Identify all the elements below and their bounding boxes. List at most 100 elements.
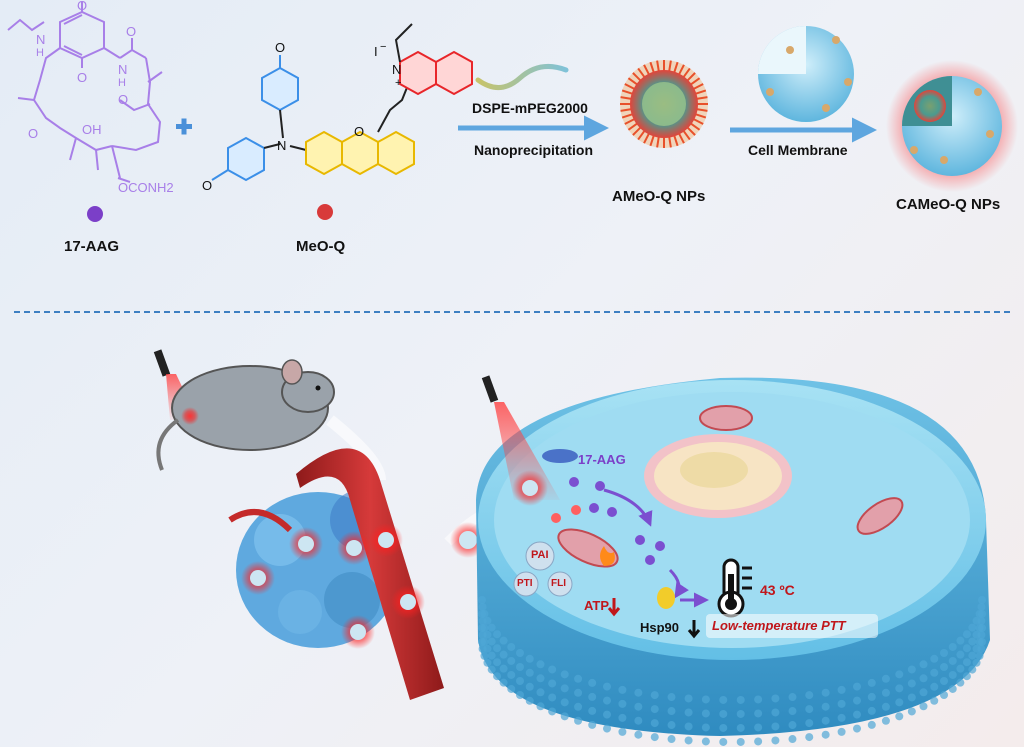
lipid-bead: [948, 670, 957, 679]
lipid-bead: [478, 624, 486, 632]
lipid-bead: [919, 674, 928, 683]
lipid-bead: [881, 716, 890, 725]
lipid-bead: [478, 644, 487, 653]
label-17aag-release: 17-AAG: [578, 452, 626, 467]
label-temperature: 43 ºC: [760, 582, 795, 598]
lipid-bead: [618, 727, 627, 736]
peg-chain: [690, 122, 701, 131]
lipid-bead: [930, 654, 939, 663]
peg-chain: [695, 89, 707, 95]
peg-chain: [686, 72, 696, 82]
peg-chain: [643, 132, 650, 144]
lipid-bead: [788, 693, 797, 702]
ptt-banner-bg: [706, 614, 878, 638]
atom-o1: O: [77, 0, 87, 13]
lipid-bead: [930, 682, 939, 691]
label-pai: PAI: [531, 549, 549, 561]
peg-chain: [682, 67, 691, 78]
peg-chain: [696, 96, 708, 100]
peg-chain: [632, 72, 642, 82]
lipid-bead: [507, 670, 516, 679]
lipid-bead: [948, 656, 957, 665]
lipid-bead: [548, 679, 557, 688]
lipid-bead: [507, 656, 516, 665]
meoq-iodide-charge: −: [380, 41, 386, 53]
tumor-nanoparticles: [241, 523, 425, 649]
lipid-bead: [940, 648, 949, 657]
lipid-bead: [771, 722, 780, 731]
lipid-bead: [487, 651, 496, 660]
peg-chain: [656, 136, 660, 148]
lipid-bead: [968, 623, 977, 632]
lipid-bead: [574, 702, 583, 711]
peg-chain: [686, 126, 696, 136]
peg-chain: [649, 61, 655, 73]
peg-chain: [695, 113, 707, 119]
lipid-bead: [881, 688, 890, 697]
peg-chain: [620, 108, 632, 112]
atom-ocarbamate: OCONH2: [118, 180, 174, 195]
lipid-bead: [853, 710, 861, 719]
lipid-bead: [805, 719, 814, 728]
structure-17aag-labels: N H O O N H O O OH O OCONH2: [28, 0, 174, 195]
lipid-bead: [701, 723, 710, 732]
lipid-bead: [515, 690, 524, 699]
inhibit-arrow: [668, 568, 689, 599]
lipid-bead: [493, 658, 502, 667]
atom-o5: O: [118, 92, 128, 107]
lipid-bead: [907, 693, 916, 702]
compound-17aag-dot: [87, 206, 103, 222]
lipid-bead: [736, 723, 745, 732]
lipid-bead: [478, 616, 487, 625]
peg-chain: [682, 130, 691, 141]
lipid-bead: [771, 708, 780, 717]
peg-chain: [692, 118, 704, 125]
lipid-bead: [837, 727, 846, 736]
lipid-bead: [478, 638, 486, 646]
lipid-bead: [603, 696, 611, 705]
lipid-bead: [968, 651, 977, 660]
peg-chain: [620, 96, 632, 100]
lipid-bead: [948, 684, 957, 693]
nanoparticle-icon: [346, 540, 362, 556]
lipid-bead: [867, 692, 876, 701]
lipid-bead: [560, 698, 569, 707]
lipid-bead: [940, 662, 949, 671]
meoq-iodide: I: [374, 44, 378, 59]
flame-icon: [600, 546, 615, 566]
lipid-bead: [483, 658, 492, 667]
lipid-bead: [480, 651, 489, 660]
mouse-icon: [156, 359, 335, 471]
lipid-bead: [919, 688, 928, 697]
lipid-bead: [853, 696, 861, 705]
lipid-bead: [507, 642, 516, 651]
lipid-bead: [805, 705, 814, 714]
plus-sign: [176, 118, 192, 135]
lipid-bead: [525, 682, 534, 691]
lipid-bead: [684, 694, 693, 703]
peg-chain: [668, 60, 672, 72]
lipid-bead: [837, 685, 846, 694]
lipid-bead: [754, 695, 763, 704]
peg-chain: [673, 135, 679, 147]
meoq-charge: +: [395, 77, 401, 89]
lipid-bead: [895, 670, 904, 679]
atom-n2: N: [118, 62, 127, 77]
lipid-bead: [493, 630, 502, 639]
label-meoq: MeO-Q: [296, 238, 346, 255]
peg-chain: [696, 108, 708, 112]
peg-chain: [627, 77, 638, 86]
lipid-bead: [515, 676, 524, 685]
lipid-bead: [536, 674, 545, 683]
lipid-bead: [634, 716, 643, 725]
atom-n1: N: [36, 32, 45, 47]
lipid-bead: [634, 702, 643, 711]
meoq-n: N: [277, 138, 286, 153]
peg-chain: [624, 118, 636, 125]
lipid-bead: [962, 644, 971, 653]
lipid-bead: [493, 672, 502, 681]
lipid-bead: [881, 702, 890, 711]
peg-chain: [673, 61, 679, 73]
lipid-bead: [719, 723, 728, 732]
lipid-bead: [650, 719, 659, 728]
